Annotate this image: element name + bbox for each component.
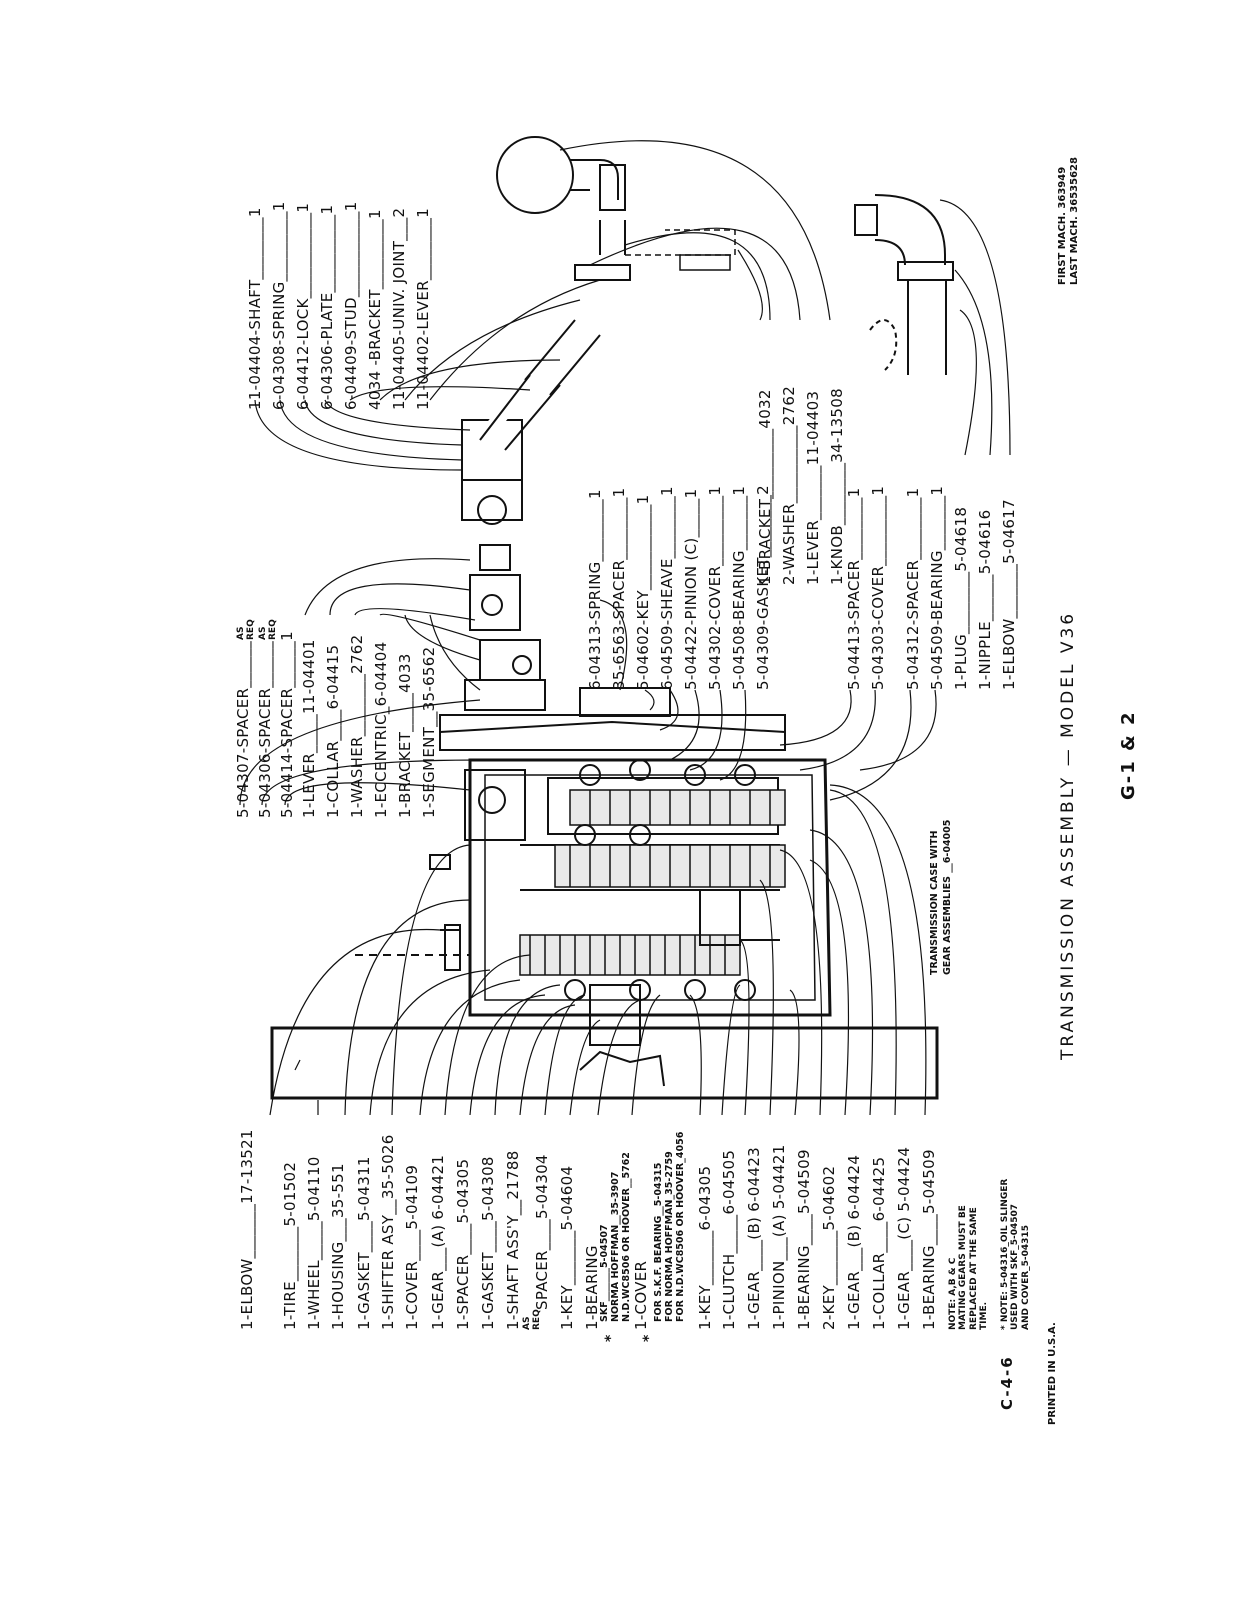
asterisk-cover: * <box>641 1334 657 1342</box>
callout-lock: 6-04412-LOCK___________1 <box>294 202 312 410</box>
page-code: C-4-6 <box>998 1355 1016 1410</box>
callout-shaft: 11-04404-SHAFT________1 <box>246 207 264 410</box>
callout-sheave: 6-04509-SHEAVE________1 <box>658 486 676 690</box>
callout-key-3: 2-KEY_______5-04602 <box>820 1165 838 1330</box>
callout-housing: 1-HOUSING___35-551 <box>329 1163 347 1330</box>
as-req-mark: AS REQ <box>522 1309 543 1330</box>
callout-spacer-04306: 5-04306-SPACER______ <box>256 640 274 818</box>
callout-cover: 1-COVER____5-04109 <box>403 1164 421 1330</box>
callout-bracket-4032: 1-BRACKET_________4032 <box>756 389 774 585</box>
callout-bracket-4033: 1-BRACKET_____4033 <box>396 653 414 818</box>
leader-lines <box>239 140 1011 1116</box>
note-mating-gears: NOTE: A,B & C MATING GEARS MUST BE REPLA… <box>948 1205 990 1330</box>
callout-bracket: 4034 -BRACKET_________1 <box>366 209 384 410</box>
callout-spacer-5-04312: 5-04312-SPACER________1 <box>904 487 922 690</box>
callout-lever-11-04403: 1-LEVER_______11-04403 <box>804 390 822 585</box>
callout-eccentric: 1-ECCENTRIC_6-04404 <box>372 641 390 818</box>
callout-plate: 6-04306-PLATE__________1 <box>318 204 336 410</box>
universal-joint-linkage <box>461 164 632 525</box>
callout-lever: 11-04402-LEVER________1 <box>414 207 432 410</box>
segment-bracket <box>464 544 546 711</box>
callout-elbow-5-04617: 1-ELBOW_______5-04617 <box>1000 499 1018 690</box>
callout-collar: 1-COLLAR____6-04425 <box>870 1156 888 1330</box>
callout-bearing-3: 1-BEARING____5-04509 <box>920 1149 938 1330</box>
callout-spacer-2: SPACER____5-04304 <box>533 1154 551 1310</box>
callout-spacer-5-04413: 5-04413-SPACER________1 <box>845 487 863 690</box>
case-note-line-2: GEAR ASSEMBLIES __6-04005 <box>942 819 953 975</box>
last-mach: LAST MACH. 36535628 <box>1069 157 1080 285</box>
as-req-2: AS REQ <box>258 619 279 640</box>
bearing-detail-skf: SKF_______5-04507 <box>599 1224 610 1322</box>
callout-univ-joint: 11-04405-UNIV. JOINT___2 <box>390 207 408 410</box>
callout-key: 1-KEY_______5-04604 <box>558 1165 576 1330</box>
callout-elbow: 1-ELBOW_______17-13521 <box>238 1129 256 1330</box>
callout-key-2: 1-KEY_______6-04305 <box>696 1165 714 1330</box>
callout-bearing-5-04509: 5-04509-BEARING_______1 <box>928 485 946 690</box>
callout-bearing: 1-BEARING <box>583 1245 601 1330</box>
callout-cover-5-04303: 5-04303-COVER_________1 <box>869 485 887 690</box>
first-mach: FIRST MACH. 363949 <box>1057 166 1068 285</box>
callout-gasket-2: 1-GASKET____5-04308 <box>479 1156 497 1330</box>
printed-in-usa: PRINTED IN U.S.A. <box>1047 1322 1058 1425</box>
callout-pinion-a: 1-PINION___(A) 5-04421 <box>770 1144 788 1330</box>
callout-stud: 6-04409-STUD___________1 <box>342 201 360 410</box>
sheet-id: G-1 & 2 <box>1118 710 1139 800</box>
elbow-fitting <box>854 194 954 375</box>
asterisk-bearing: * <box>603 1334 619 1342</box>
callout-gear-c: 1-GEAR____(C) 5-04424 <box>895 1146 913 1330</box>
callout-shaft-assy: 1-SHAFT ASS'Y__21788 <box>504 1150 522 1330</box>
callout-washer-2762: 1-WASHER________2762 <box>348 634 366 819</box>
bearing-detail-nd: N.D.WC8506 OR HOOVER__5762 <box>621 1152 632 1322</box>
callout-spacer: 1-SPACER____5-04305 <box>454 1158 472 1330</box>
note-oil-slinger: * NOTE: 5-04316_OIL SLINGER USED WITH SK… <box>1000 1178 1031 1330</box>
sheave-pulley <box>439 687 786 751</box>
callout-segment: 1-SEGMENT__35-6562 <box>420 646 438 818</box>
callout-bearing-2: 1-BEARING____5-04509 <box>795 1149 813 1330</box>
frame-rail <box>270 1026 939 1100</box>
callout-knob: 1-KNOB________34-13508 <box>828 388 846 585</box>
callout-key-5-04602: 5-04602-KEY___________1 <box>634 494 652 690</box>
callout-washer-2762-b: 2-WASHER__________2762 <box>780 385 798 585</box>
callout-collar-6-04415: 1-COLLAR____6-04415 <box>324 644 342 818</box>
callout-tire: 1-TIRE_______5-01502 <box>281 1161 299 1330</box>
callout-spring: 6-04308-SPRING_________1 <box>270 201 288 410</box>
callout-spacer-04414: 5-04414-SPACER______1 <box>278 631 296 818</box>
callout-cover-2: 1-COVER <box>632 1260 650 1330</box>
callout-plug: 1-PLUG________5-04618 <box>952 506 970 690</box>
shafts <box>355 889 741 1046</box>
callout-nipple: 1-NIPPLE______5-04616 <box>976 509 994 691</box>
gear-train <box>519 789 786 976</box>
callout-pinion-c: 5-04422-PINION (C)_____1 <box>682 488 700 690</box>
lever-knob <box>496 136 619 214</box>
callout-bearing-5-04508: 5-04508-BEARING_______1 <box>730 485 748 690</box>
callout-shifter-asy: 1-SHIFTER ASY__35-5026 <box>379 1134 397 1330</box>
cover-detail-skf: FOR S.K.F. BEARING__5-04315 <box>653 1162 664 1322</box>
drawing-title: TRANSMISSION ASSEMBLY — MODEL V36 <box>1058 610 1078 1060</box>
callout-cover-5-04302: 5-04302-COVER_________1 <box>706 485 724 690</box>
bearing-detail-norma: NORMA HOFFMAN__35-3907 <box>610 1171 621 1322</box>
callout-spacer-04307: 5-04307-SPACER______ <box>234 640 252 818</box>
shifter-housing <box>429 769 526 870</box>
callout-gear-a: 1-GEAR___(A) 6-04421 <box>429 1154 447 1330</box>
callout-lever-11-04401: 1-LEVER_____11-04401 <box>300 639 318 818</box>
case-note-line-1: TRANSMISSION CASE WITH <box>929 830 940 975</box>
cover-detail-norma: FOR NORMA HOFFMAN_35-2759 <box>664 1151 675 1322</box>
callout-gear-b: 1-GEAR____(B) 6-04423 <box>745 1146 763 1330</box>
cover-detail-nd: FOR N.D.WC8506 OR HOOVER_4056 <box>675 1131 686 1322</box>
callout-wheel: 1-WHEEL_____5-04110 <box>305 1156 323 1330</box>
as-req-1: AS REQ <box>236 619 257 640</box>
callout-spring-6-04313: 6-04313-SPRING________1 <box>586 489 604 690</box>
callout-gear-b-2: 1-GEAR___(B) 6-04424 <box>845 1154 863 1330</box>
callout-clutch: 1-CLUTCH_____6-04505 <box>720 1149 738 1330</box>
callout-gasket: 1-GASKET____5-04311 <box>355 1156 373 1330</box>
callout-spacer-35-6563: 35-6563-SPACER________1 <box>610 487 628 690</box>
